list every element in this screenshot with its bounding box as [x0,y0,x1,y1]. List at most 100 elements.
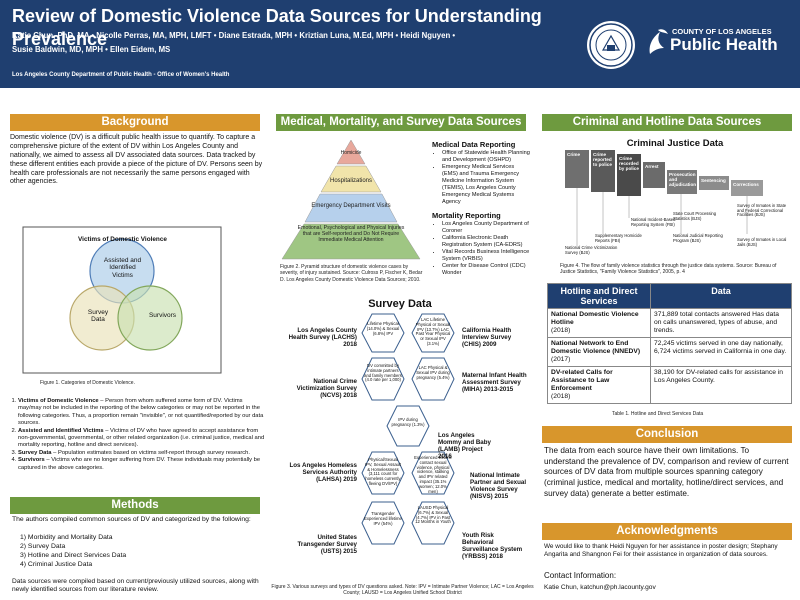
hex-text-lamb: IPV during pregnancy (1.3%) [391,417,425,427]
flow-connector-lines [576,188,748,246]
table-cell-source: DV-related Calls for Assistance to Law E… [547,366,651,405]
flow-stage: Prosecution and adjudication [667,170,697,194]
public-health-logo-icon [649,29,668,54]
pyramid-tier-ed-visits [304,193,398,223]
affiliation: Los Angeles County Department of Public … [12,72,230,78]
venn-circle-survivors [117,285,183,351]
mortality-source-item: Los Angeles County Department of Coroner [442,221,530,235]
flow-source: National Judicial Reporting Program (BJS… [673,233,723,243]
authors-line-2: Susie Baldwin, MD, MPH • Ellen Eidem, MS [12,45,171,54]
criminal-justice-title: Criminal Justice Data [626,138,724,149]
methods-category-item: 4) Criminal Justice Data [20,560,93,568]
hex-lahsa [361,451,405,495]
table-header-cell: Hotline and Direct Services [547,283,651,309]
flow-source: National Crime Victimization Survey (BJS… [565,245,618,255]
survey-hex-grid [361,313,455,545]
survey-data-heading: Survey Data [368,298,432,310]
figure-2-caption: Figure 2. Pyramid structure of domestic … [280,264,423,283]
methods-category-item: 2) Survey Data [20,542,66,550]
survey-label-lahsa: Los Angeles Homeless Services Authority … [289,462,357,484]
mortality-reporting-list: Los Angeles County Department of Coroner… [432,221,530,277]
hex-yrbss [411,501,455,545]
methods-heading: Methods [10,497,260,514]
hex-text-lahsa: Physical/Sexual IPV, Sexual Assault & Ho… [364,457,402,487]
mortality-source-item: California Electronic Death Registration… [442,235,530,249]
figure-3-caption: Figure 3. Various surveys and types of D… [271,584,534,597]
figure-1-caption: Figure 1. Categories of Domestic Violenc… [40,380,135,386]
hex-text-miha: LAC Physical & Sexual IPV during pregnan… [416,365,450,380]
table-row: National Network to End Domestic Violenc… [547,337,792,368]
pyramid-tier-hospitalizations [320,165,382,193]
hex-ncvs [361,357,405,401]
hex-usts [361,501,405,545]
medical-reporting-list: Office of Statewide Health Planning and … [432,150,530,206]
table-header-cell: Data [650,283,792,309]
flow-source: National Incident-Based Reporting System… [631,217,676,227]
table-cell-data: 72,245 victims served in one day nationa… [650,337,792,368]
methods-category-list: 1) Morbidity and Mortality Data 2) Surve… [20,534,250,570]
medical-source-item: Emergency Medical Services (EMS) and Tra… [442,164,530,206]
pyramid-label-ed-visits: Emergency Department Visits [311,203,391,209]
pyramid-label-self-reported: Emotional, Psychological and Physical In… [297,225,405,244]
methods-category-item: 1) Morbidity and Mortality Data [20,534,113,541]
flow-source: Supplementary Homicide Reports (FBI) [595,233,642,243]
hex-text-usts: Transgender Experienced lifetime IPV (54… [364,511,402,526]
survey-label-lachs: Los Angeles County Health Survey (LACHS)… [288,327,357,349]
pyramid-label-homicide: Homicide [340,150,362,156]
flow-stage: Corrections [731,180,763,196]
hotline-services-table: Hotline and Direct Services Data Nationa… [547,283,792,405]
criminal-hotline-heading: Criminal and Hotline Data Sources [542,114,792,131]
pyramid-label-hospitalizations: Hospitalizations [329,178,373,184]
table-header-row: Hotline and Direct Services Data [547,283,792,309]
table-row: National Domestic Violence Hotline(2018)… [547,307,792,339]
hex-lamb [386,405,430,447]
survey-label-ncvs: National Crime Victimization Survey (NCV… [296,378,357,400]
medical-reporting-heading: Medical Data Reporting [432,140,516,149]
survey-label-yrbss: Youth Risk Behavioral Surveillance Syste… [462,532,523,561]
hex-text-nisvs: Experienced lifetime contact sexual viol… [414,455,452,494]
flow-stage: Crime [565,150,589,188]
background-intro: Domestic violence (DV) is a difficult pu… [10,134,263,186]
hex-lachs [361,313,405,353]
survey-label-miha: Maternal Infant Health Assessment Survey… [462,372,527,394]
venn-label-assisted: Assisted and Identified Victims [103,257,142,279]
flow-stage: Sentencing [699,176,729,190]
methods-outro: Data sources were compiled based on curr… [12,578,259,594]
table-cell-data: 38,190 for DV-related calls for assistan… [650,366,792,405]
criminal-justice-flow: Crime Crime reported to police Crime rec… [565,150,793,260]
conclusion-heading: Conclusion [542,426,792,443]
flow-stage: Crime recorded by police [617,154,641,196]
mortality-source-item: Center for Disease Control (CDC) Wonder [442,263,530,277]
table-cell-source: National Domestic Violence Hotline(2018) [547,307,651,339]
hex-text-yrbss: LAUSD Physical (6.7%) & Sexual (4.7%) IP… [415,505,451,525]
survey-label-usts: United States Transgender Survey (USTS) … [297,534,358,556]
venn-diagram [22,226,222,374]
flow-source: State Court Processing Statistics (BJS) [673,211,717,221]
background-heading: Background [10,114,260,131]
flow-stage: Arrest [643,162,665,188]
poster-header [0,0,800,88]
methods-category-item: 3) Hotline and Direct Services Data [20,551,127,559]
definition-item: Survey Data – Population estimates based… [18,450,265,457]
hex-text-ncvs: DV committed by intimate partners and fa… [364,363,402,383]
severity-pyramid [281,139,421,260]
dv-definitions-list: Victims of Domestic Violence – Person fr… [10,398,265,472]
acknowledgments-heading: Acknowledgments [542,523,792,540]
mortality-source-item: Vital Records Business Intelligence Syst… [442,249,530,263]
survey-label-lamb: Los Angeles Mommy and Baby (LAMB) Projec… [438,432,491,461]
definition-item: Assisted and Identified Victims – Victim… [18,428,265,450]
conclusion-text: The data from each source have their own… [544,446,789,498]
logo-county-text: COUNTY OF LOS ANGELES [672,27,772,36]
poster-title: Review of Domestic Violence Data Sources… [12,6,542,49]
pyramid-tier-homicide [336,139,366,165]
figure-4-caption: Figure 4. The flow of family violence st… [560,263,777,276]
methods-intro: The authors compiled common sources of D… [12,516,251,523]
hex-chis [411,313,455,353]
survey-label-chis: California Health Interview Survey (CHIS… [462,327,512,349]
venn-label-survivors: Survivors [148,312,177,319]
survey-label-nisvs: National Intimate Partner and Sexual Vio… [470,472,527,501]
acknowledgments-text: We would like to thank Heidi Nguyen for … [544,543,778,558]
flow-stage: Crime reported to police [591,150,615,192]
authors-line-1: Katie Chun, PhD, MA • Nicolle Perras, MA… [12,31,456,40]
table-row: DV-related Calls for Assistance to Law E… [547,366,792,405]
